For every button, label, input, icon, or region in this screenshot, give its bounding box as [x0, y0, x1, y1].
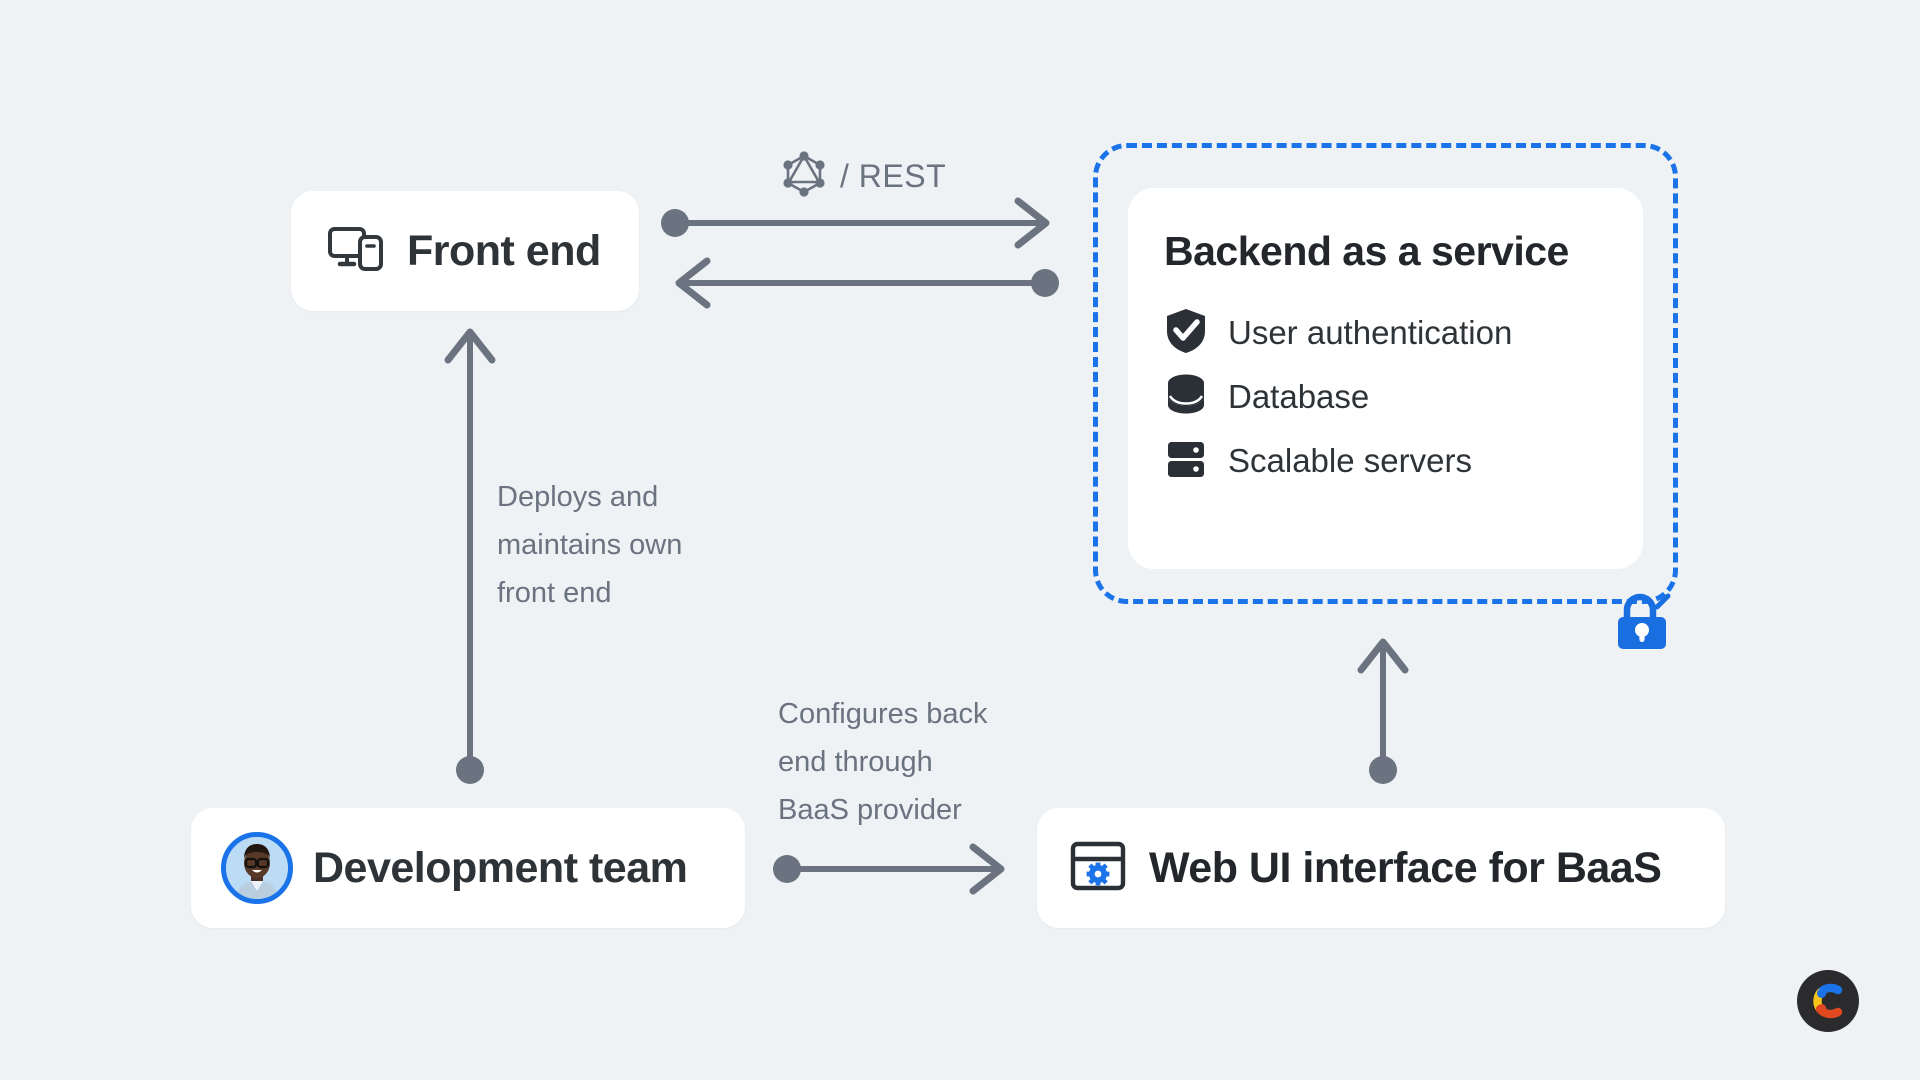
- browser-gear-icon: [1069, 839, 1127, 898]
- baas-feature-database: Database: [1164, 365, 1643, 429]
- node-development-team[interactable]: Development team: [191, 808, 745, 928]
- baas-feature-scalable-servers: Scalable servers: [1164, 429, 1643, 493]
- node-web-ui[interactable]: Web UI interface for BaaS: [1037, 808, 1725, 928]
- node-baas-title: Backend as a service: [1164, 228, 1569, 274]
- contentful-c-logo: [1797, 970, 1859, 1032]
- graphql-icon: [782, 150, 826, 203]
- lock-icon: [1613, 593, 1671, 656]
- connector-label-configures: Configures back end through BaaS provide…: [778, 698, 988, 826]
- shield-check-icon: [1164, 307, 1208, 360]
- arrow-frontend-to-baas: [661, 197, 1050, 249]
- node-development-team-label: Development team: [313, 843, 688, 892]
- arrow-baas-to-frontend: [675, 257, 1059, 309]
- node-baas[interactable]: Backend as a service User authentication: [1128, 188, 1643, 569]
- protocol-label: / REST: [782, 150, 946, 203]
- arrow-devteam-to-webui: [773, 843, 1005, 895]
- database-icon: [1164, 371, 1208, 424]
- avatar: [221, 832, 293, 904]
- arrow-webui-to-baas: [1357, 638, 1409, 784]
- node-frontend[interactable]: Front end: [291, 191, 639, 311]
- baas-feature-label: Database: [1228, 378, 1370, 415]
- connector-label-deploys: Deploys and maintains own front end: [497, 481, 683, 609]
- protocol-label-text: / REST: [840, 158, 947, 194]
- server-stack-icon: [1164, 435, 1208, 488]
- baas-feature-label: Scalable servers: [1228, 442, 1472, 479]
- baas-feature-label: User authentication: [1228, 314, 1513, 351]
- baas-dashed-boundary: [1093, 143, 1678, 604]
- devices-icon: [327, 224, 385, 279]
- baas-feature-user-authentication: User authentication: [1164, 301, 1643, 365]
- node-frontend-label: Front end: [407, 226, 601, 275]
- node-web-ui-label: Web UI interface for BaaS: [1149, 843, 1662, 892]
- arrow-devteam-to-frontend: [444, 328, 496, 784]
